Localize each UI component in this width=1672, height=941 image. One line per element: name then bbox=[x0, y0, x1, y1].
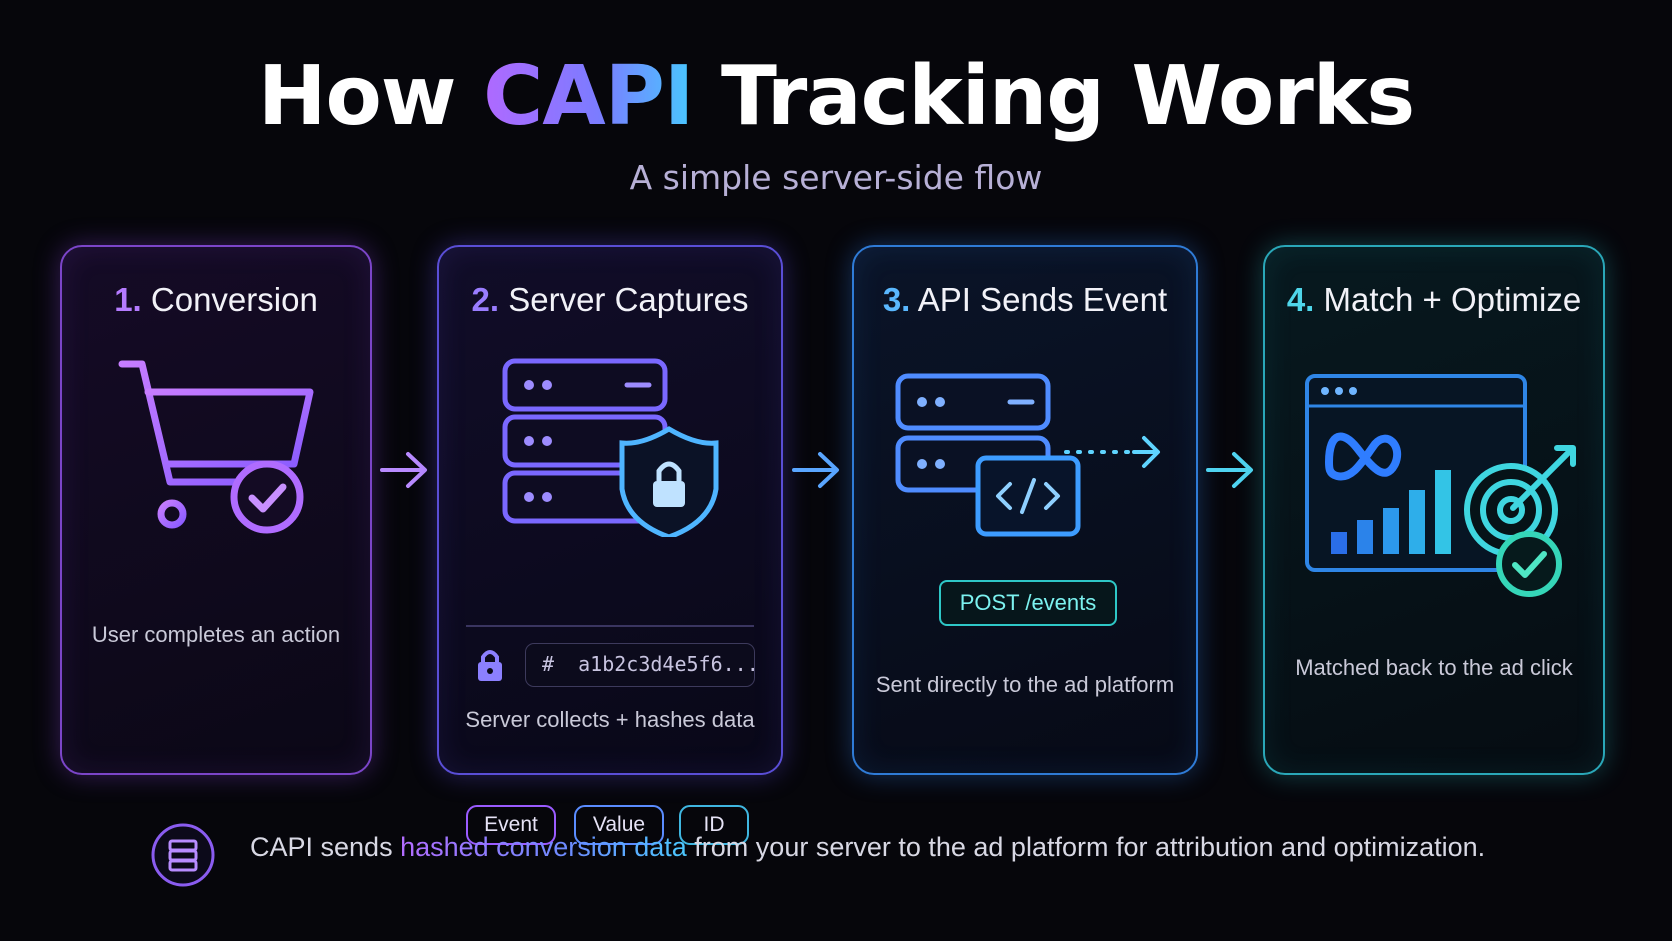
title-accent: CAPI bbox=[483, 49, 694, 144]
bar-chart-icon bbox=[1331, 470, 1451, 554]
tag-value: Value bbox=[574, 805, 664, 845]
check-circle-icon bbox=[230, 460, 304, 534]
step-title: 2. Server Captures bbox=[471, 281, 749, 318]
shield-lock-icon bbox=[619, 426, 719, 537]
tag-event: Event bbox=[466, 805, 556, 845]
dotted-arrow-icon bbox=[1064, 436, 1160, 468]
step-card-api-sends-event: 3. API Sends Event POST /events Sent dir… bbox=[852, 245, 1198, 775]
cart-icon bbox=[118, 360, 314, 534]
step-card-match-optimize: 4. Match + Optimize Matched back to the … bbox=[1263, 245, 1605, 775]
step-caption: Sent directly to the ad platform bbox=[875, 672, 1175, 697]
meta-logo-icon bbox=[1325, 432, 1401, 481]
step-caption: User completes an action bbox=[91, 622, 341, 647]
endpoint-badge: POST /events bbox=[939, 580, 1117, 626]
arrow-right-icon bbox=[380, 452, 427, 488]
lock-icon bbox=[478, 650, 502, 681]
page-title: How CAPI Tracking Works bbox=[0, 49, 1672, 144]
step-caption: Server collects + hashes data bbox=[465, 707, 755, 732]
page-subtitle: A simple server-side flow bbox=[629, 158, 1043, 197]
step-caption: Matched back to the ad click bbox=[1295, 655, 1573, 680]
footer-note: CAPI sends hashed conversion data from y… bbox=[250, 832, 1486, 862]
tag-id: ID bbox=[679, 805, 749, 845]
step-title: 3. API Sends Event bbox=[882, 281, 1168, 318]
step-title: 4. Match + Optimize bbox=[1286, 281, 1582, 318]
arrow-right-icon bbox=[1206, 452, 1253, 488]
step-title: 1. Conversion bbox=[114, 281, 318, 318]
code-icon bbox=[975, 455, 1081, 537]
database-icon bbox=[151, 823, 215, 887]
dashboard-window-icon bbox=[1305, 374, 1576, 597]
server-stack-icon bbox=[502, 358, 719, 537]
hash-field: # a1b2c3d4e5f6... bbox=[525, 643, 759, 687]
arrow-right-icon bbox=[792, 452, 839, 488]
title-post: Tracking Works bbox=[720, 49, 1415, 144]
title-pre: How bbox=[257, 49, 457, 144]
divider bbox=[466, 625, 754, 627]
step-card-server-captures: 2. Server Captures Event Value ID # a1b2… bbox=[437, 245, 783, 845]
server-icon bbox=[895, 373, 1160, 537]
check-circle-icon bbox=[1496, 531, 1562, 597]
step-card-conversion: 1. Conversion User completes an action bbox=[60, 245, 372, 775]
